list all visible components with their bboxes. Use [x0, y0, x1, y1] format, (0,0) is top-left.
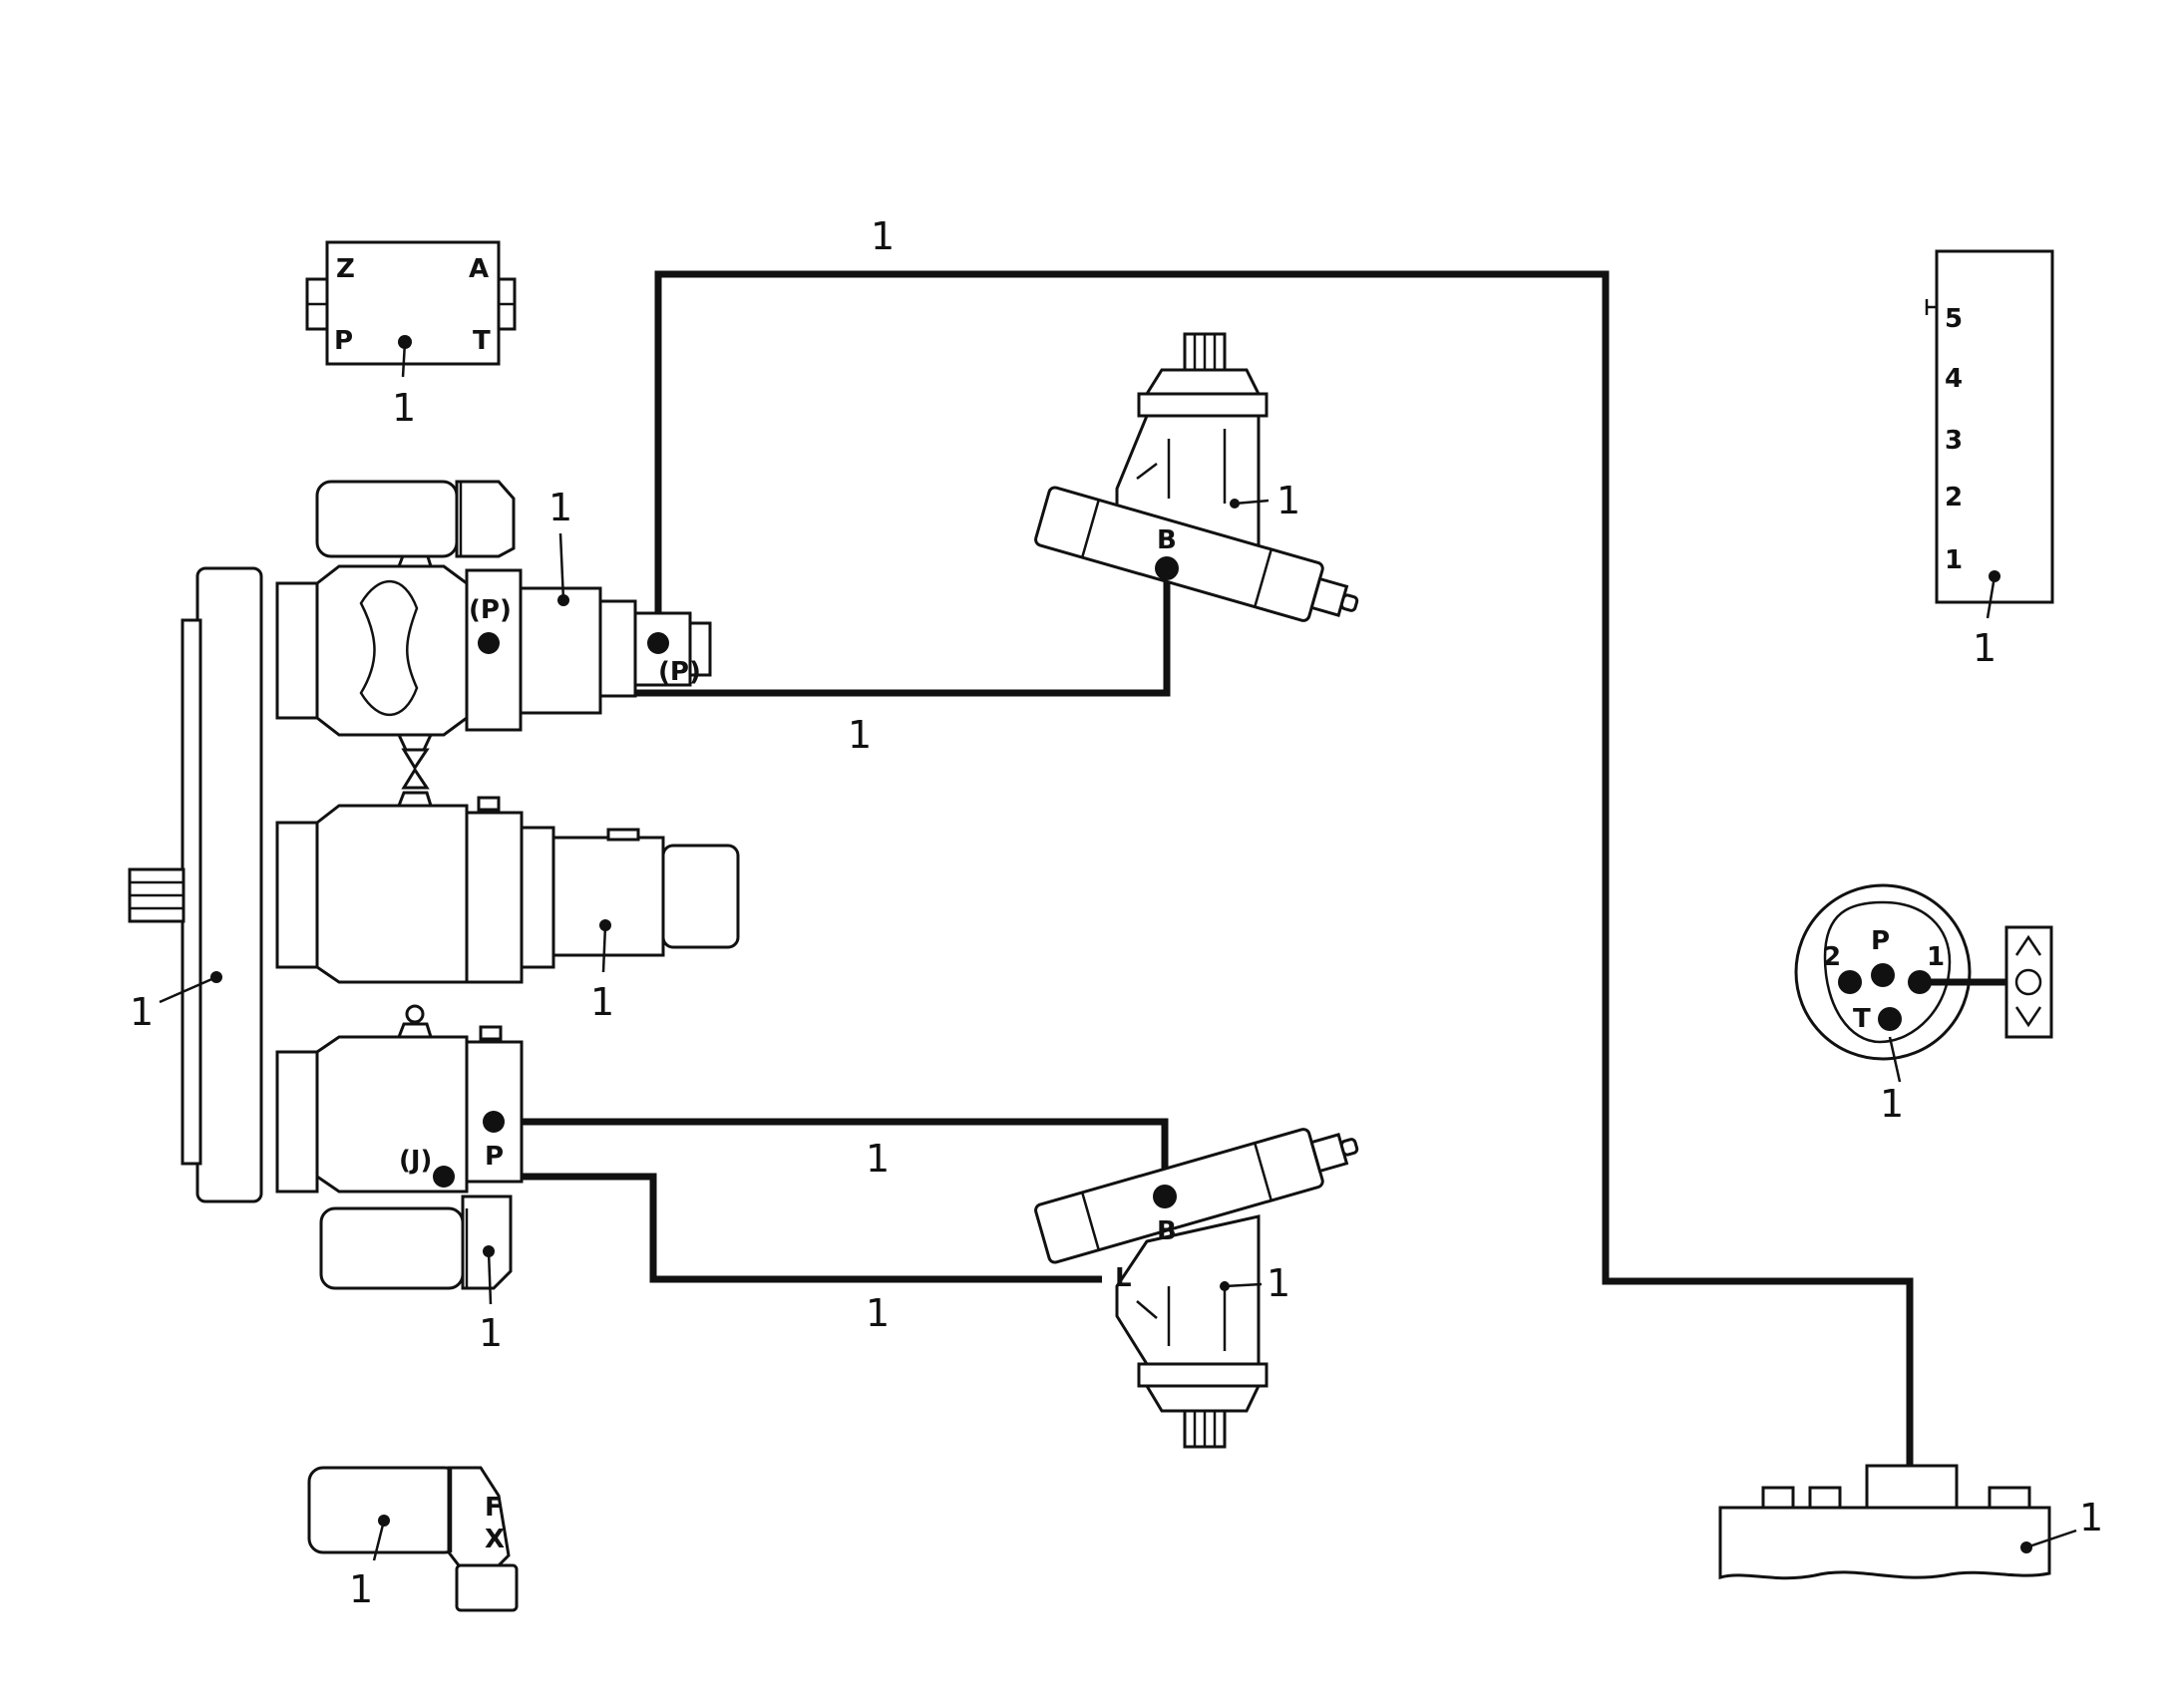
callout-pump-housing: 1 [130, 990, 154, 1034]
hydraulic-motor-lower[interactable]: B L 1 [1034, 1117, 1364, 1449]
hose-pump-p-to-lower-motor-b[interactable] [494, 1118, 1169, 1196]
callout-control-panel: 1 [2079, 1496, 2103, 1539]
callout-motor-upper: 1 [1276, 479, 1300, 522]
callout-pump-middle-section: 1 [590, 980, 614, 1024]
solenoid-port-f: F [485, 1493, 503, 1523]
pump-lower-port-p: P [485, 1142, 504, 1172]
callout-terminal-strip: 1 [1973, 626, 1997, 670]
hydraulic-motor-upper[interactable]: B 1 [1034, 332, 1364, 633]
switch-port-p: P [1871, 926, 1890, 956]
directional-valve[interactable]: Z A P T 1 [305, 240, 517, 430]
pump-lower-port-j: (J) [399, 1146, 432, 1176]
control-panel[interactable]: 1 [1718, 1464, 2103, 1580]
pump-port-p-right: (P) [658, 657, 701, 687]
terminal-1: 1 [1945, 545, 1963, 575]
motor-upper-port-b: B [1157, 525, 1177, 555]
switch-port-2: 2 [1823, 942, 1841, 972]
hose-top-to-panel[interactable] [654, 270, 1914, 1466]
switch-port-t: T [1853, 1004, 1871, 1034]
callout-hose-lower-1: 1 [866, 1137, 890, 1181]
valve-port-p: P [334, 326, 353, 356]
valve-port-a: A [469, 254, 489, 284]
callout-hose-top: 1 [871, 214, 895, 258]
callout-rotary-switch: 1 [1880, 1082, 1904, 1126]
rotary-switch[interactable]: 2 P 1 T 1 [1794, 883, 2053, 1126]
motor-lower-port-l: L [1115, 1263, 1132, 1293]
terminal-4: 4 [1945, 364, 1963, 394]
motor-lower-port-b: B [1157, 1216, 1177, 1246]
callout-pump-front-section: 1 [548, 486, 572, 529]
callout-solenoid-lower: 1 [479, 1311, 503, 1355]
callout-hose-lower-2: 1 [866, 1291, 890, 1335]
pump-assembly[interactable]: 1 (P) (P) 1 [128, 480, 740, 1355]
solenoid-port-x: X [485, 1525, 505, 1554]
terminal-2: 2 [1945, 483, 1963, 512]
switch-port-1: 1 [1927, 942, 1945, 972]
callout-valve-block: 1 [392, 386, 416, 430]
terminal-5: 5 [1945, 304, 1963, 334]
valve-port-z: Z [336, 254, 355, 284]
callout-solenoid-standalone: 1 [349, 1567, 373, 1611]
pump-port-p-left: (P) [469, 595, 512, 625]
hose-pump-to-upper-motor[interactable] [638, 568, 1171, 697]
callout-motor-lower: 1 [1267, 1261, 1290, 1305]
hose-pump-j-to-lower-motor-l[interactable] [444, 1173, 1102, 1283]
solenoid-standalone[interactable]: F X 1 [307, 1466, 519, 1612]
valve-port-t: T [473, 326, 491, 356]
terminal-strip[interactable]: 5 4 3 2 1 1 [1925, 249, 2054, 670]
terminal-3: 3 [1945, 426, 1963, 456]
callout-hose-middle: 1 [848, 713, 872, 757]
